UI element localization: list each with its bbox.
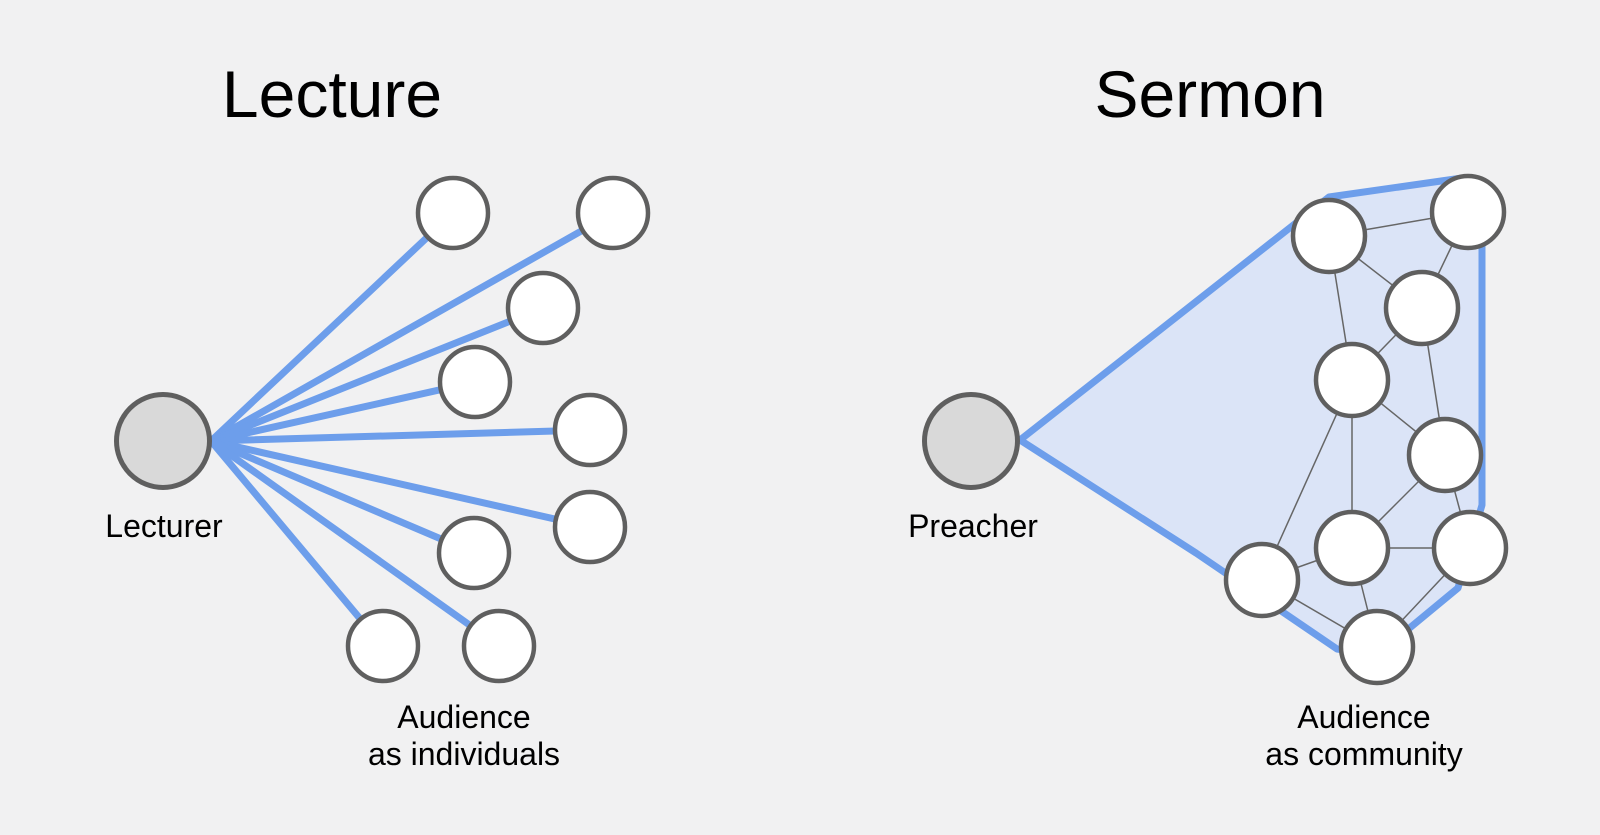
lecture-link [207,378,479,445]
lecture-link [207,426,594,445]
audience-node [1313,509,1391,587]
lecture-link [207,209,617,445]
lecture-caption-line2: as individuals [368,736,560,772]
audience-node [552,489,628,565]
audience-node [437,344,513,420]
lecture-title: Lecture [222,57,442,131]
audience-node [1431,509,1509,587]
audience-node [1313,341,1391,419]
lecture-link [207,437,503,650]
preacher-node [922,392,1020,490]
audience-node [345,608,421,684]
sermon-nodes [922,173,1509,686]
audience-node [1290,197,1368,275]
audience-node [1338,608,1416,686]
lecturer-node [114,392,212,490]
sermon-caption-line1: Audience [1297,699,1430,735]
audience-node [1406,416,1484,494]
lecture-link [207,437,478,557]
sermon-panel: Sermon Preacher Audience as community [908,57,1509,772]
lecture-nodes [114,175,651,684]
lecture-link [207,209,457,445]
audience-node [505,270,581,346]
lecture-link [207,437,594,531]
audience-node [1383,269,1461,347]
audience-node [552,392,628,468]
audience-node [1429,173,1507,251]
sermon-caption-line2: as community [1265,736,1462,772]
lecture-caption-line1: Audience [397,699,530,735]
audience-node [575,175,651,251]
lecture-panel: Lecture Lecturer Audience as individuals [105,57,651,772]
lecturer-label: Lecturer [105,508,223,544]
audience-node [1223,541,1301,619]
audience-node [436,515,512,591]
lecture-link [207,304,547,445]
audience-node [415,175,491,251]
lecture-links [207,209,617,650]
lecture-link [207,437,387,650]
audience-node [461,608,537,684]
preacher-label: Preacher [908,508,1038,544]
sermon-title: Sermon [1094,57,1325,131]
